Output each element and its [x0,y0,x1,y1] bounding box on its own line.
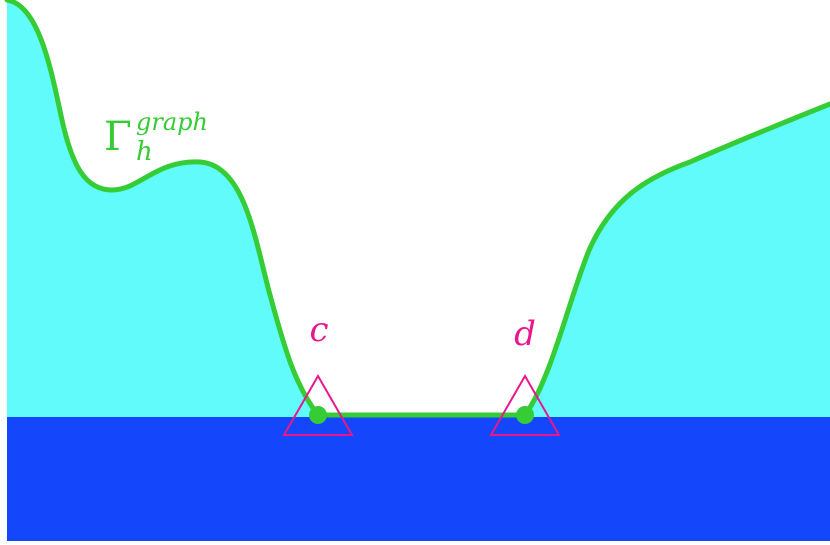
gamma-subscript: h [136,137,153,167]
point-d-marker [489,373,561,436]
gamma-label: Γ graph h [104,108,208,167]
gamma-superscript: graph [136,108,208,136]
gamma-symbol: Γ [104,114,132,160]
point-c-marker [282,373,354,436]
point-c-label: c [309,310,328,350]
point-d-triangle [489,373,561,436]
graph-boundary-curve [4,0,830,418]
point-d-dot [516,406,534,424]
point-c-triangle [282,373,354,436]
point-c-dot [309,406,327,424]
lower-region [7,417,830,541]
point-d-label: d [514,314,536,354]
upper-region [7,0,830,417]
